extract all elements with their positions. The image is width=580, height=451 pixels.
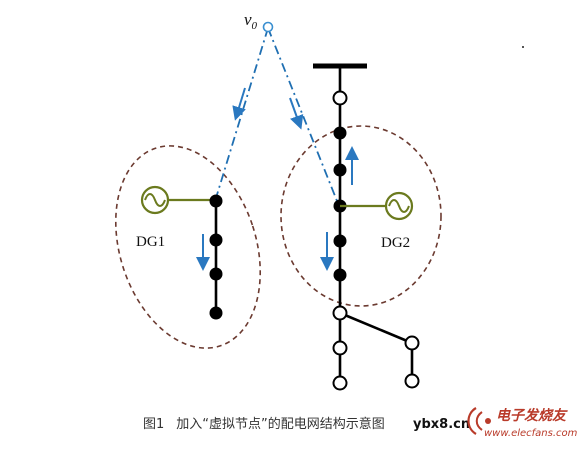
- lower-node-1: [332, 305, 348, 321]
- caption-text: 加入“虚拟节点”的配电网结构示意图: [176, 416, 384, 432]
- virtual-node-label: v0: [244, 10, 258, 32]
- virtual-node-v0: [262, 21, 274, 33]
- right-cluster-boundary: [280, 125, 442, 307]
- corner-mark: [522, 46, 524, 48]
- dg2-generator-symbol: [384, 191, 414, 221]
- left-cluster-boundary: [114, 145, 262, 349]
- site-watermark: ybx8.cn: [413, 417, 470, 432]
- substation-node: [332, 90, 348, 106]
- figure-caption: 图1 加入“虚拟节点”的配电网结构示意图: [143, 416, 385, 432]
- virtual-node-subscript: 0: [252, 20, 258, 32]
- left-bus-node-1: [209, 194, 223, 208]
- elecfans-brand-name: 电子发烧友: [496, 407, 568, 424]
- caption-number: 图1: [143, 417, 164, 432]
- lower-node-2: [332, 340, 348, 356]
- virtual-link-to-left-cluster: [215, 27, 269, 199]
- elecfans-url: www.elecfans.com: [484, 428, 578, 439]
- right-bus-node-2: [333, 163, 347, 177]
- left-bus-node-2: [209, 233, 223, 247]
- lower-branch-line: [339, 311, 413, 345]
- left-bus-node-3: [209, 267, 223, 281]
- flow-arrow-left-link: [232, 87, 246, 121]
- virtual-node-letter: v: [244, 10, 252, 29]
- virtual-link-to-right-cluster: [267, 27, 340, 207]
- left-bus-node-4: [209, 306, 223, 320]
- dg1-generator-symbol: [140, 185, 170, 215]
- right-bus-node-5: [333, 268, 347, 282]
- dg1-label: DG1: [136, 234, 165, 250]
- dg2-label: DG2: [381, 235, 410, 251]
- branch-node-2: [404, 373, 420, 389]
- flow-arrow-right-link: [289, 97, 304, 130]
- elecfans-logo-icon: [467, 407, 491, 435]
- right-bus-node-4: [333, 234, 347, 248]
- elecfans-watermark: 电子发烧友 www.elecfans.com: [467, 407, 578, 439]
- right-bus-node-1: [333, 126, 347, 140]
- lower-node-3: [332, 375, 348, 391]
- branch-node-1: [404, 335, 420, 351]
